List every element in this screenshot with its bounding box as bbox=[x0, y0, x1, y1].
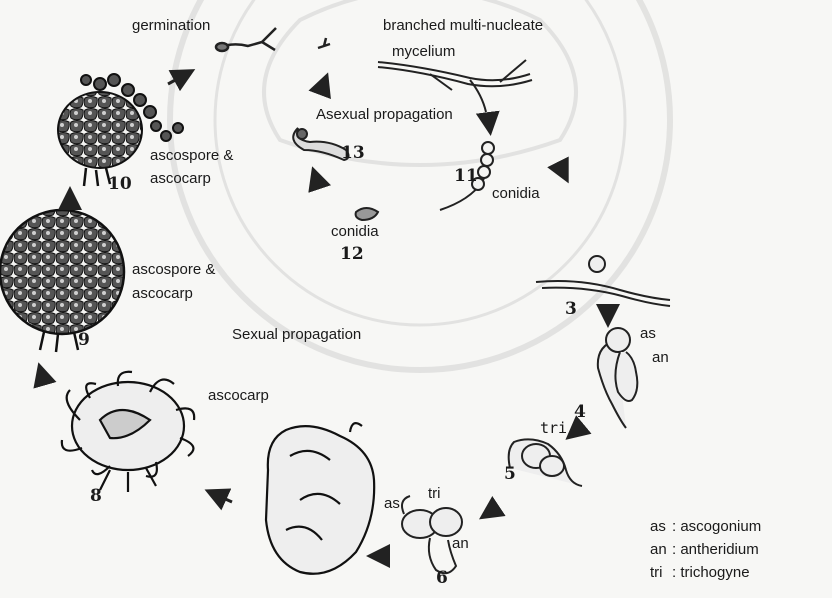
stage-number-11: 11 bbox=[454, 166, 478, 186]
label-germination: germination bbox=[132, 18, 210, 33]
ascocarp-9-drawing bbox=[0, 210, 124, 352]
label-mycelium: mycelium bbox=[392, 44, 455, 59]
legend-row-an: an: antheridium bbox=[650, 541, 761, 558]
germination-hypha bbox=[216, 28, 330, 51]
legend-row-tri: tri: trichogyne bbox=[650, 564, 761, 581]
label-tri-stage4: tri bbox=[540, 421, 567, 436]
stage-number-3: 3 bbox=[565, 299, 577, 319]
legend-row-as: as: ascogonium bbox=[650, 518, 761, 535]
label-ascocarp-9: ascocarp bbox=[132, 286, 193, 301]
legend-term: antheridium bbox=[680, 541, 758, 558]
ascocarp-7-drawing bbox=[266, 423, 374, 574]
label-as-stage4: as bbox=[640, 326, 656, 341]
legend-sep: : bbox=[672, 518, 676, 535]
label-ascocarp-8: ascocarp bbox=[208, 388, 269, 403]
label-tri-stage6: tri bbox=[428, 486, 441, 501]
stage-number-12: 12 bbox=[340, 244, 364, 264]
gametangia-5-drawing bbox=[509, 439, 582, 486]
stage-number-4: 4 bbox=[574, 402, 586, 422]
legend-term: ascogonium bbox=[680, 518, 761, 535]
label-ascocarp-10: ascocarp bbox=[150, 171, 211, 186]
label-an-stage4: an bbox=[652, 350, 669, 365]
legend-term: trichogyne bbox=[680, 564, 749, 581]
label-conidia-12: conidia bbox=[331, 224, 379, 239]
legend-abbr: as bbox=[650, 518, 672, 535]
ascocarp-8-drawing bbox=[62, 372, 194, 492]
label-sexual-propagation: Sexual propagation bbox=[232, 327, 361, 342]
label-ascospore-9: ascospore & bbox=[132, 262, 215, 277]
legend-sep: : bbox=[672, 564, 676, 581]
legend-abbr: an bbox=[650, 541, 672, 558]
legend: as: ascogonium an: antheridium tri: tric… bbox=[650, 518, 761, 581]
stage-number-13: 13 bbox=[341, 143, 365, 163]
stage-number-8: 8 bbox=[90, 486, 102, 506]
label-branched-multinucleate: branched multi-nucleate bbox=[383, 18, 543, 33]
legend-abbr: tri bbox=[650, 564, 672, 581]
conidium-12 bbox=[356, 208, 378, 220]
label-an-stage6: an bbox=[452, 536, 469, 551]
stage-number-10: 10 bbox=[108, 174, 132, 194]
mycelium-drawing bbox=[378, 60, 532, 112]
stage-number-5: 5 bbox=[504, 464, 516, 484]
stage-number-6: 6 bbox=[436, 568, 448, 588]
legend-sep: : bbox=[672, 541, 676, 558]
label-asexual-propagation: Asexual propagation bbox=[316, 107, 453, 122]
label-ascospore-10: ascospore & bbox=[150, 148, 233, 163]
label-as-stage6: as bbox=[384, 496, 400, 511]
hypha-3-drawing bbox=[536, 256, 670, 306]
gametangia-4-drawing bbox=[598, 328, 638, 428]
label-conidia-11: conidia bbox=[492, 186, 540, 201]
stage-number-9: 9 bbox=[78, 330, 90, 350]
